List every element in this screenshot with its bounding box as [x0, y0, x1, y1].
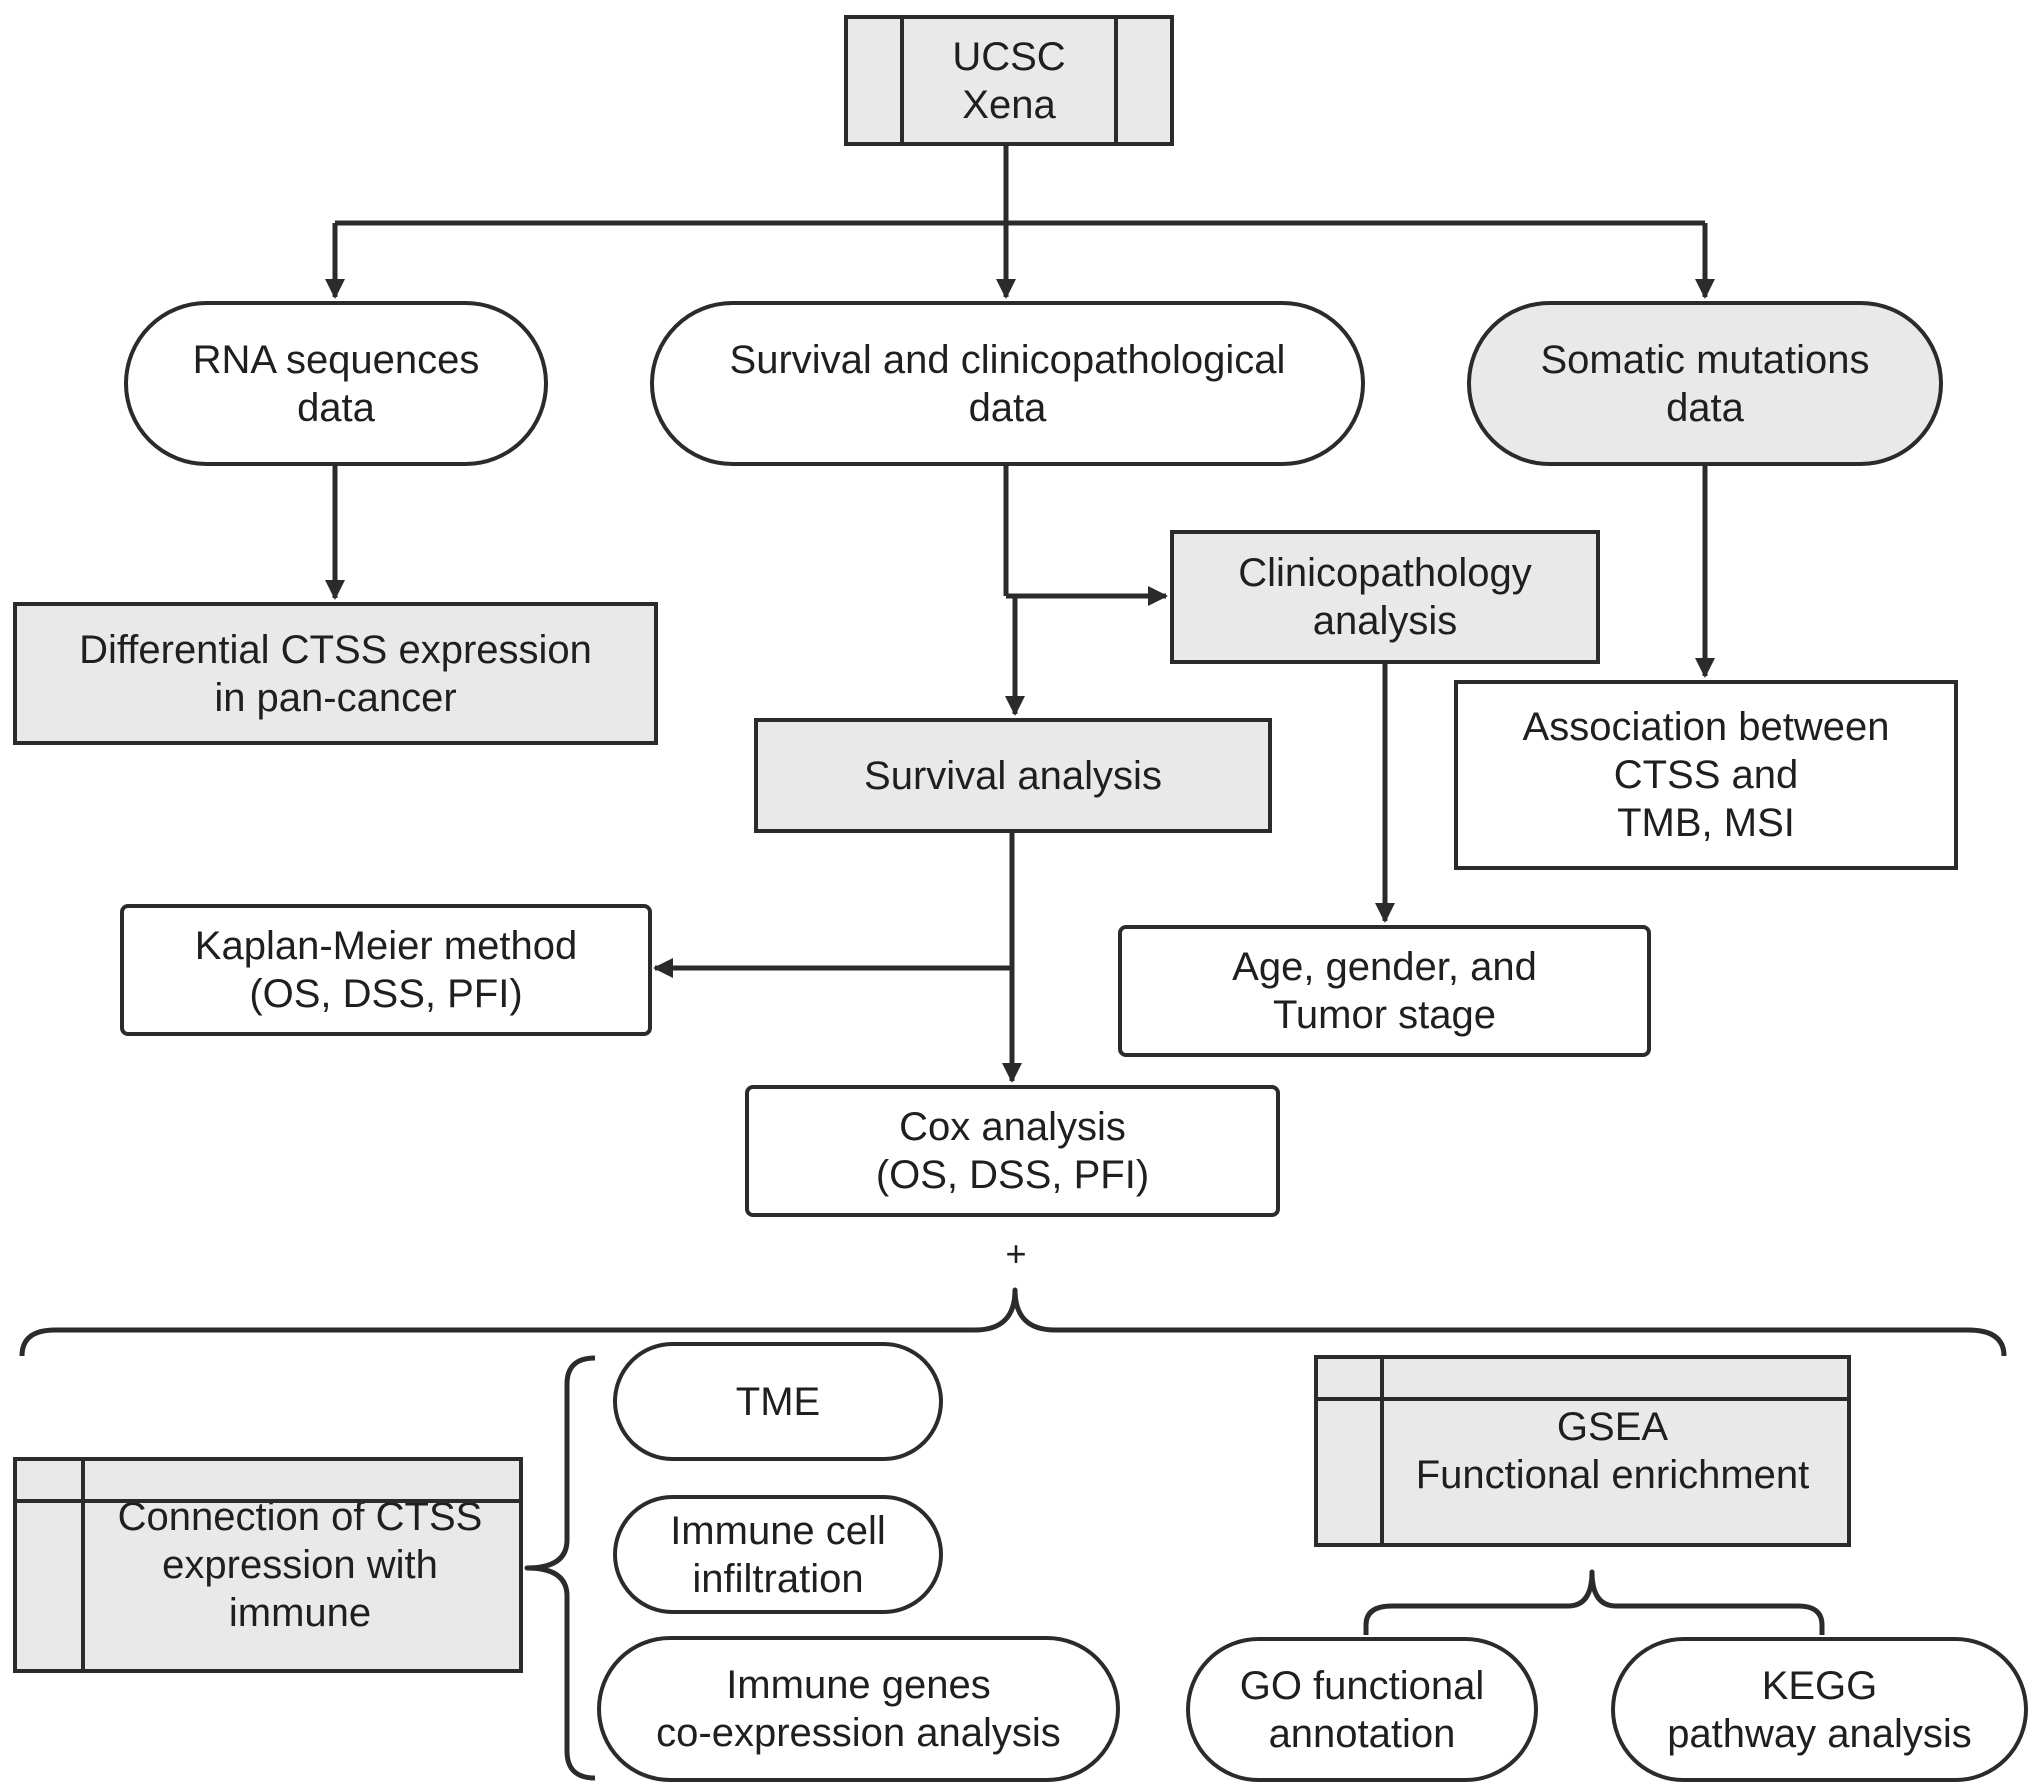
bottom-brace: [19, 1287, 2007, 1357]
kaplan-meier-node: Kaplan-Meier method (OS, DSS, PFI): [120, 904, 652, 1036]
somatic-mutations-node: Somatic mutations data: [1467, 301, 1943, 466]
tme-label: TME: [735, 1379, 821, 1424]
process-left-bar: [900, 19, 904, 142]
gsea-brace: [1363, 1569, 1825, 1635]
ucsc-xena-label: UCSC Xena: [952, 34, 1066, 127]
survival-analysis-node: Survival analysis: [754, 718, 1272, 833]
gsea-node: GSEA Functional enrichment: [1314, 1355, 1851, 1547]
connection-immune-label: Connection of CTSS expression with immun…: [117, 1495, 483, 1635]
association-tmb-msi-node: Association between CTSS and TMB, MSI: [1454, 680, 1958, 870]
immune-cell-infiltration-label: Immune cell infiltration: [670, 1508, 886, 1601]
clinicopathology-analysis-label: Clinicopathology analysis: [1238, 551, 1532, 643]
somatic-mutations-label: Somatic mutations data: [1540, 337, 1870, 430]
cox-analysis-label: Cox analysis (OS, DSS, PFI): [875, 1105, 1150, 1197]
kegg-pathway-node: KEGG pathway analysis: [1611, 1637, 2028, 1782]
association-tmb-msi-label: Association between CTSS and TMB, MSI: [1522, 705, 1890, 845]
immune-genes-coexpression-node: Immune genes co-expression analysis: [597, 1636, 1120, 1782]
gsea-label: GSEA Functional enrichment: [1415, 1405, 1810, 1497]
plus-sign: +: [1005, 1233, 1027, 1274]
age-gender-stage-label: Age, gender, and Tumor stage: [1232, 945, 1537, 1037]
immune-genes-coexpression-label: Immune genes co-expression analysis: [656, 1663, 1061, 1755]
immune-group-brace: [524, 1355, 596, 1781]
connection-immune-node: Connection of CTSS expression with immun…: [13, 1457, 523, 1673]
differential-ctss-node: Differential CTSS expression in pan-canc…: [13, 602, 658, 745]
storage-left-bar: [1380, 1359, 1384, 1543]
clinicopathology-analysis-node: Clinicopathology analysis: [1170, 530, 1600, 664]
tme-node: TME: [613, 1342, 943, 1461]
storage-left-bar: [81, 1461, 85, 1669]
process-right-bar: [1114, 19, 1118, 142]
survival-analysis-label: Survival analysis: [864, 753, 1162, 798]
survival-clinical-node: Survival and clinicopathological data: [650, 301, 1365, 466]
survival-clinical-label: Survival and clinicopathological data: [729, 337, 1286, 430]
ucsc-xena-node: UCSC Xena: [844, 15, 1174, 146]
rna-sequences-label: RNA sequences data: [192, 337, 480, 430]
age-gender-stage-node: Age, gender, and Tumor stage: [1118, 925, 1651, 1057]
go-annotation-label: GO functional annotation: [1239, 1663, 1485, 1756]
rna-sequences-node: RNA sequences data: [124, 301, 548, 466]
differential-ctss-label: Differential CTSS expression in pan-canc…: [79, 627, 592, 720]
storage-top-bar: [17, 1499, 519, 1503]
kegg-pathway-label: KEGG pathway analysis: [1667, 1663, 1972, 1756]
immune-cell-infiltration-node: Immune cell infiltration: [613, 1495, 943, 1614]
kaplan-meier-label: Kaplan-Meier method (OS, DSS, PFI): [194, 924, 578, 1016]
storage-top-bar: [1318, 1397, 1847, 1401]
go-annotation-node: GO functional annotation: [1186, 1637, 1538, 1782]
cox-analysis-node: Cox analysis (OS, DSS, PFI): [745, 1085, 1280, 1217]
